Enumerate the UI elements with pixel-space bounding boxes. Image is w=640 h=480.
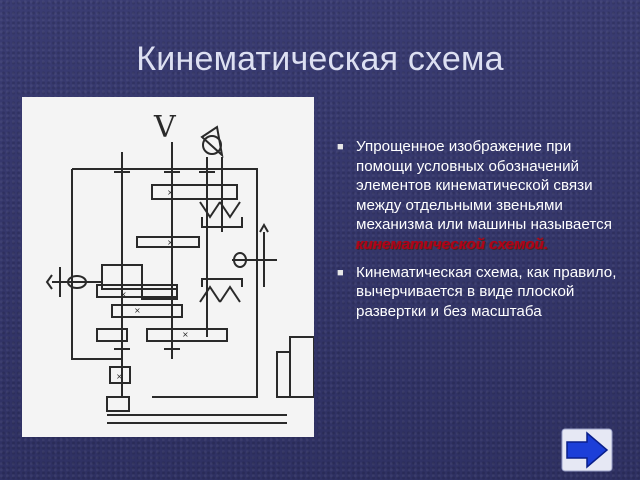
bullet-icon: ■ [337,141,344,153]
svg-text:×: × [134,306,141,315]
slide-title: Кинематическая схема [136,40,504,78]
bullet-definition: ■ Упрощенное изображение при помощи усло… [336,137,624,255]
svg-text:×: × [116,372,123,381]
kinematic-scheme-image: × × × × × × V [22,97,314,437]
svg-text:×: × [167,238,174,247]
svg-text:×: × [167,188,174,197]
bullet-definition-text: Упрощенное изображение при помощи условн… [356,138,612,234]
slide-body: ■ Упрощенное изображение при помощи усло… [336,137,624,329]
next-slide-button[interactable] [561,428,613,472]
right-arrow-icon [561,428,613,472]
bullet-icon: ■ [337,266,344,279]
bullet-definition-emphasis: кинематической схемой. [356,235,549,253]
bullet-drawing-rule: ■ Кинематическая схема, как правило, выч… [336,263,624,322]
bullet-drawing-rule-text: Кинематическая схема, как правило, вычер… [356,263,617,320]
svg-text:×: × [182,330,189,339]
handwritten-mark: V [153,110,177,145]
svg-text:×: × [120,290,127,299]
